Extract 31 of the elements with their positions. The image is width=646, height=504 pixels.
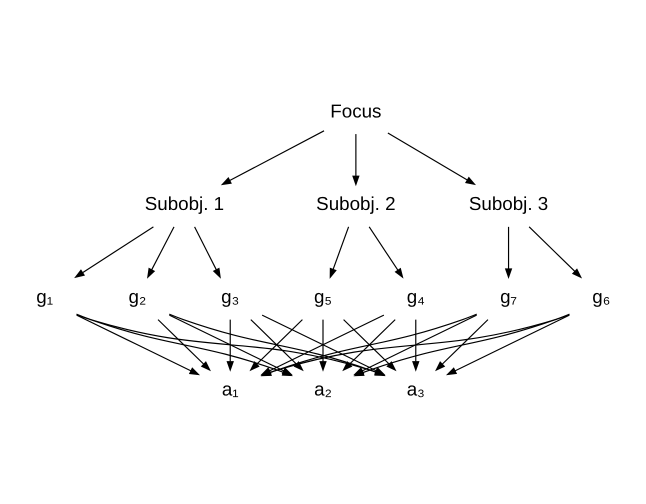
- arrow: [319, 320, 327, 372]
- node-text: g₄: [406, 286, 425, 307]
- node-text: g₂: [128, 286, 146, 307]
- node-text: g₃: [221, 286, 240, 307]
- node-text: g₇: [500, 286, 518, 307]
- arrow: [412, 320, 420, 372]
- arrow: [147, 226, 175, 279]
- arrow: [435, 319, 488, 372]
- arrow: [528, 226, 582, 278]
- arrow: [220, 130, 324, 186]
- arrow: [446, 314, 570, 376]
- arrow: [194, 226, 221, 279]
- node-text: g₁: [36, 286, 54, 307]
- node-text: Subobj. 2: [316, 193, 396, 214]
- node-text: Focus: [330, 100, 382, 122]
- arrow: [352, 134, 360, 186]
- arrow: [368, 226, 404, 279]
- node-text: Subobj. 1: [144, 193, 224, 214]
- arrow: [76, 314, 200, 376]
- arrow: [504, 226, 512, 279]
- arrow: [226, 320, 234, 372]
- arrow: [74, 226, 154, 278]
- arrow: [330, 226, 350, 279]
- node-text: g₆: [592, 286, 610, 307]
- arrow: [388, 132, 476, 186]
- node-text: a₁: [222, 378, 239, 400]
- node-text: a₂: [314, 378, 332, 400]
- node-text: a₃: [406, 378, 425, 400]
- arrow: [158, 319, 211, 372]
- node-text: Subobj. 3: [468, 193, 548, 214]
- node-text: g₅: [314, 286, 332, 307]
